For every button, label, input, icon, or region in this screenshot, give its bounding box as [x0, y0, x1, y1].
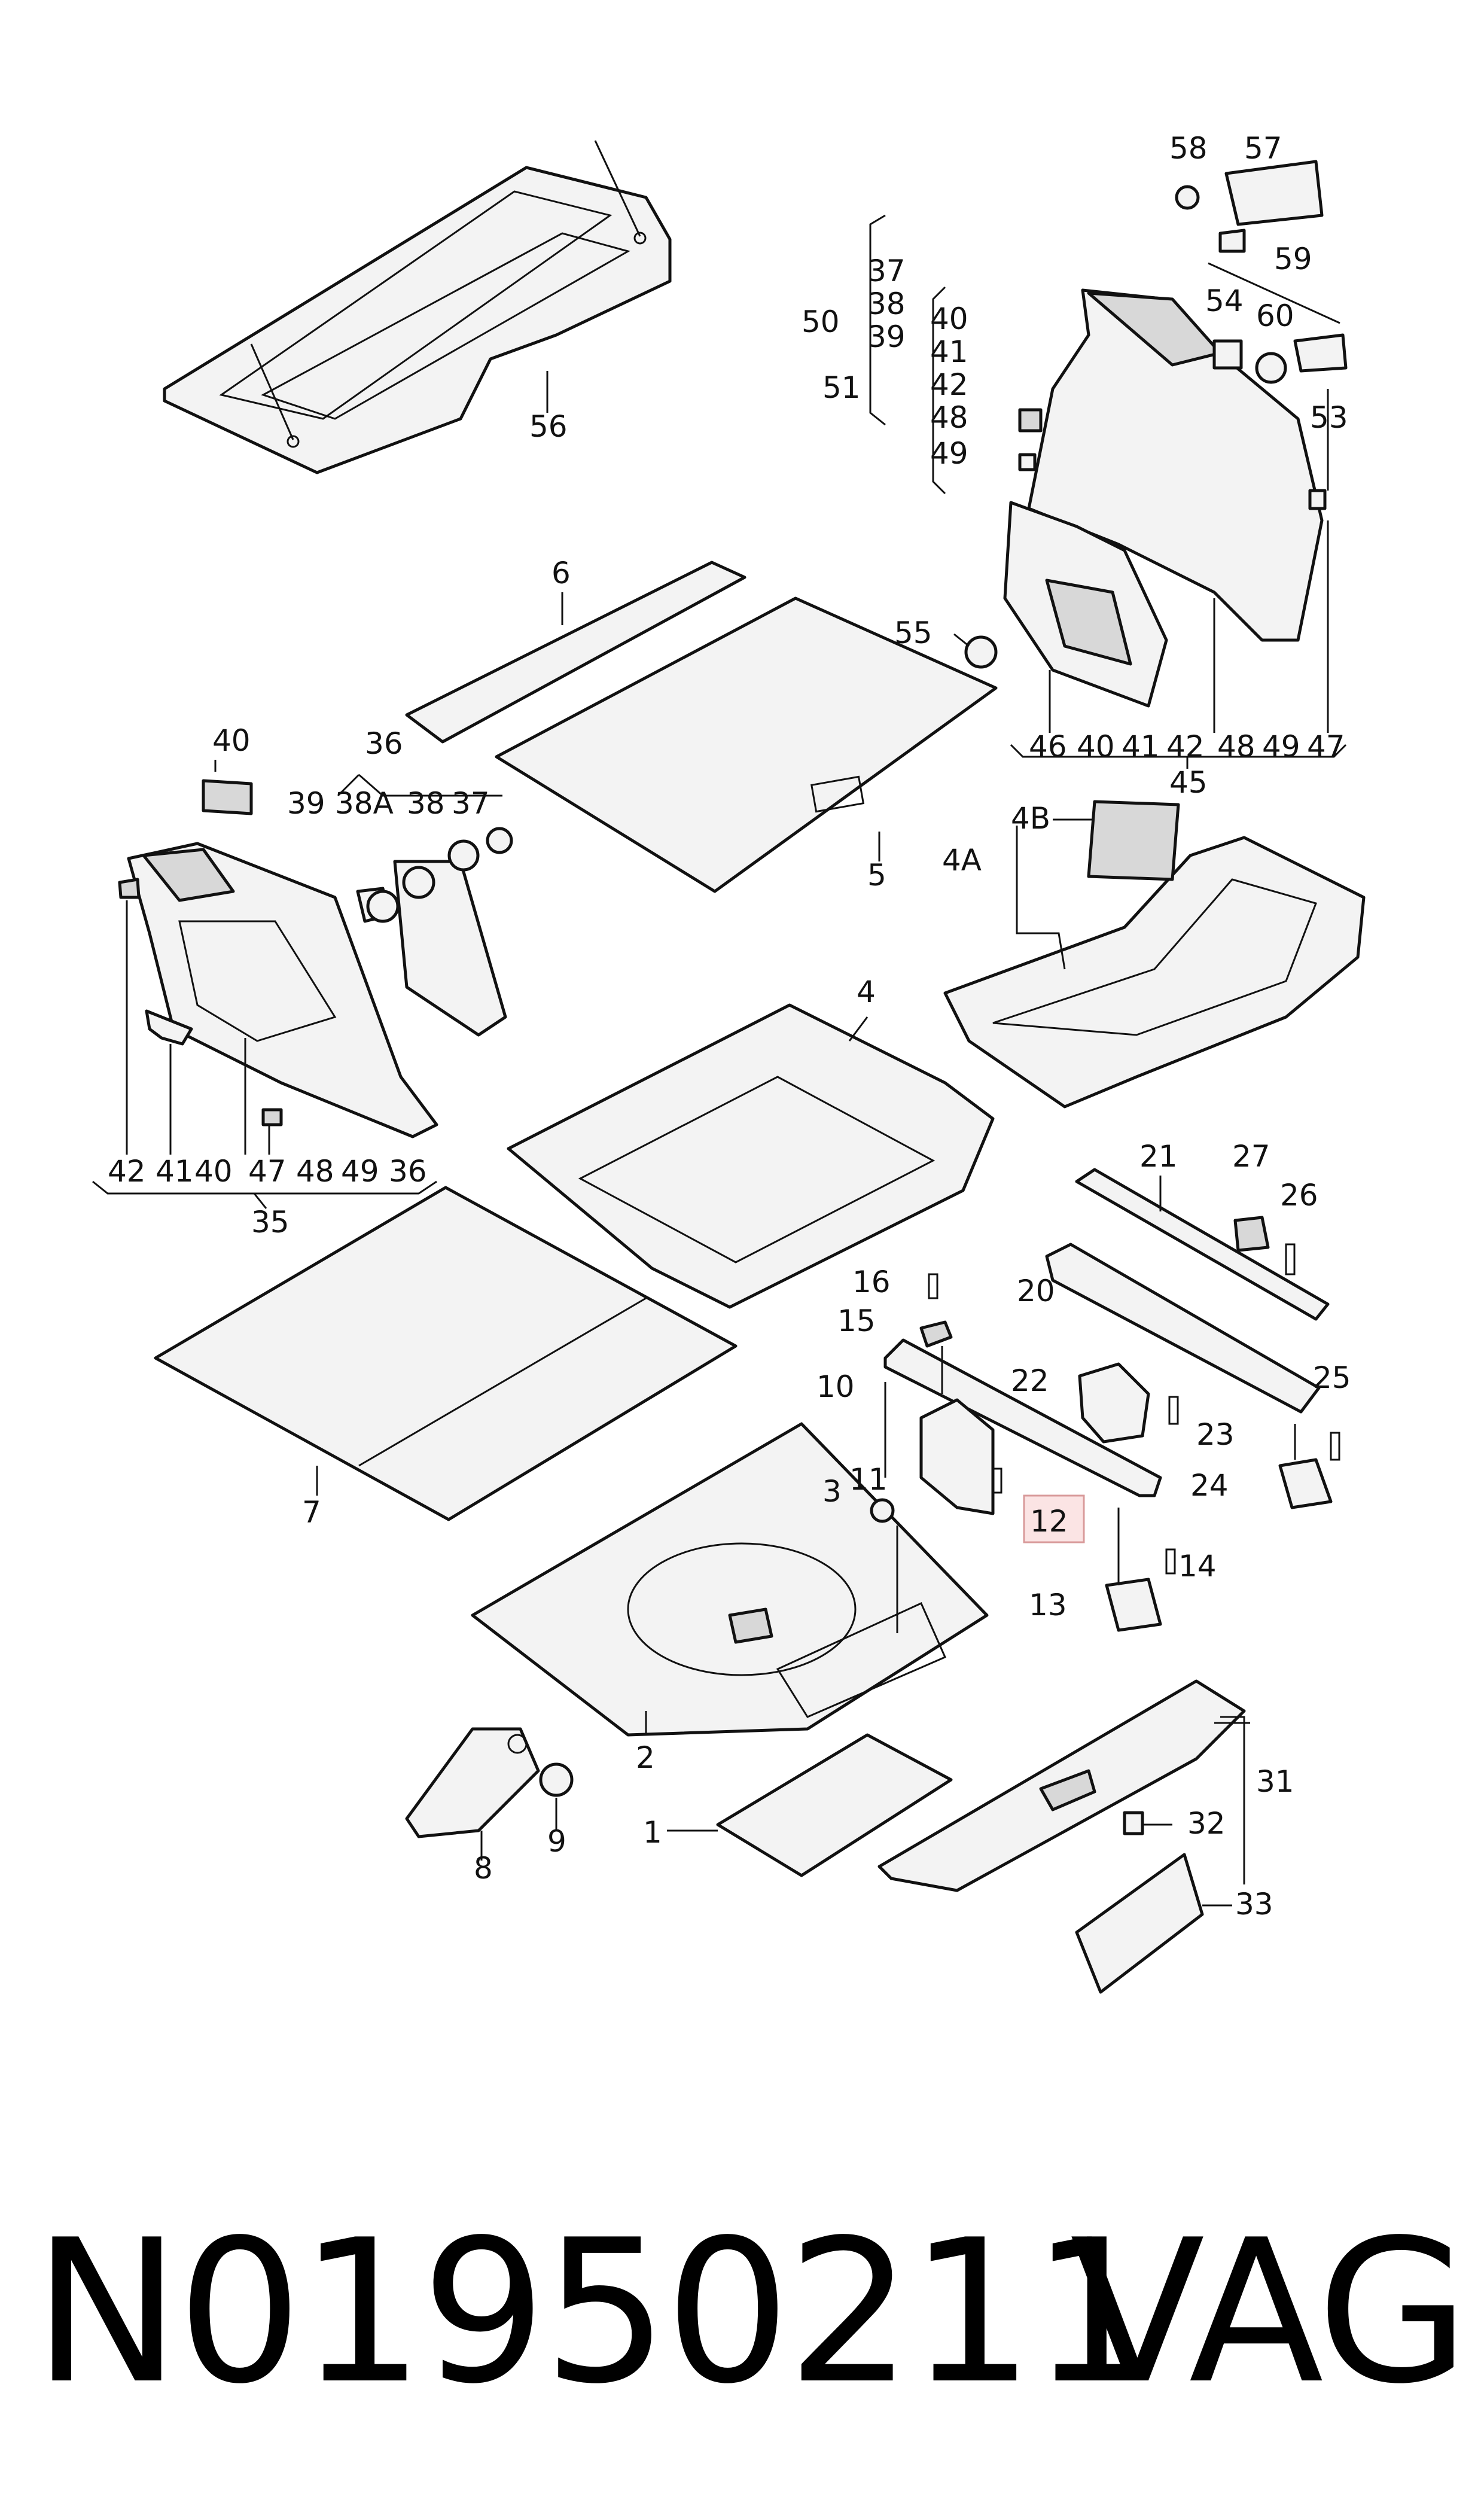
callout: 48 [296, 1154, 334, 1189]
part-4A-storage-tray [943, 800, 1366, 1109]
callout: 27 [1232, 1139, 1270, 1174]
callout: 48 [930, 400, 968, 435]
part-21-rail-strip [1075, 1168, 1330, 1321]
callout: 53 [1310, 400, 1348, 435]
part-56-luggage-cover [163, 140, 672, 474]
callout: 41 [1122, 729, 1160, 764]
callout: 42 [108, 1154, 146, 1189]
callout: 36 [365, 726, 403, 761]
callout: 59 [1274, 242, 1312, 276]
callout: 25 [1313, 1360, 1351, 1395]
callout: 37 [867, 254, 906, 288]
callout: 10 [816, 1369, 855, 1404]
part-5-floor-panel [495, 596, 998, 893]
callout: 38A [335, 786, 394, 821]
callout: 1 [643, 1815, 662, 1850]
part-20-rail-right [1045, 1243, 1340, 1509]
callout: 9 [547, 1824, 566, 1859]
callout: 35 [251, 1205, 290, 1240]
part-2-spare-wheel-well [471, 1422, 989, 1737]
callout: 49 [341, 1154, 379, 1189]
callout: 16 [852, 1265, 891, 1299]
callout: 51 [822, 370, 861, 405]
callout: 39 [287, 786, 325, 821]
callout: 58 [1169, 131, 1208, 166]
callout: 40 [212, 723, 251, 758]
part-35-left-side-trim [92, 760, 513, 1209]
part-10-rail-left [870, 1273, 1176, 1633]
callout: 40 [1077, 729, 1115, 764]
callout: 48 [1217, 729, 1256, 764]
part-number: N01950211 [33, 2197, 1157, 2427]
callout: 33 [1235, 1887, 1273, 1922]
part-4-floor-tub [507, 1003, 995, 1309]
callout: 36 [389, 1154, 427, 1189]
callout: 4A [942, 843, 982, 878]
callout: 32 [1187, 1806, 1226, 1841]
callout: 54 [1205, 284, 1244, 318]
callout: 41 [156, 1154, 194, 1189]
callout: 42 [1166, 729, 1205, 764]
callout: 11 [849, 1462, 888, 1497]
brand-name: VAG [1069, 2197, 1470, 2427]
callout: 55 [894, 616, 933, 650]
callout: 40 [194, 1154, 233, 1189]
callout: 21 [1139, 1139, 1178, 1174]
callout: 6 [551, 556, 571, 590]
part-9-clip [539, 1762, 574, 1831]
callout: 31 [1256, 1764, 1294, 1799]
callout: 4 [857, 975, 876, 1009]
callout: 38 [867, 287, 906, 321]
callout: 49 [1262, 729, 1300, 764]
callout: 45 [1169, 765, 1208, 800]
part-7-loading-floor [154, 1186, 738, 1521]
part-1-plate [667, 1733, 953, 1877]
callout: 24 [1190, 1468, 1229, 1503]
callout: 47 [1307, 729, 1345, 764]
part-8-bracket [405, 1727, 540, 1861]
callout: 13 [1029, 1588, 1067, 1622]
callout: 56 [529, 409, 568, 444]
callout: 40 [930, 302, 968, 336]
callout: 8 [474, 1851, 493, 1886]
callout: 5 [867, 858, 886, 893]
callout: 57 [1244, 131, 1282, 166]
callout: 47 [248, 1154, 287, 1189]
callout: 39 [867, 319, 906, 354]
callout: 23 [1196, 1417, 1235, 1452]
callout: 7 [302, 1495, 321, 1530]
callout: 26 [1280, 1178, 1318, 1213]
callout: 2 [636, 1740, 655, 1775]
callout: 46 [1029, 729, 1067, 764]
part-6-strip [405, 561, 746, 744]
callout: 22 [1011, 1363, 1049, 1398]
callout: 38 [407, 786, 445, 821]
part-45-right-side-trim [869, 160, 1348, 769]
callout: 41 [930, 334, 968, 369]
callout: 14 [1178, 1549, 1217, 1584]
callout: 3 [822, 1474, 842, 1509]
callout-12-highlight [1023, 1494, 1085, 1543]
callout: 15 [837, 1304, 876, 1338]
callout: 50 [802, 305, 840, 339]
callout: 42 [930, 367, 968, 402]
callout: 4B [1011, 801, 1050, 836]
callout: 12 [1030, 1504, 1068, 1539]
callout: 37 [452, 786, 490, 821]
callout: 60 [1256, 299, 1294, 333]
part-31-sill-trim [877, 1679, 1250, 1994]
exploded-parts-diagram: 58 57 59 54 60 53 50 37 38 39 51 40 41 4… [92, 131, 1366, 1994]
callout: 49 [930, 436, 968, 471]
callout: 20 [1017, 1274, 1055, 1308]
